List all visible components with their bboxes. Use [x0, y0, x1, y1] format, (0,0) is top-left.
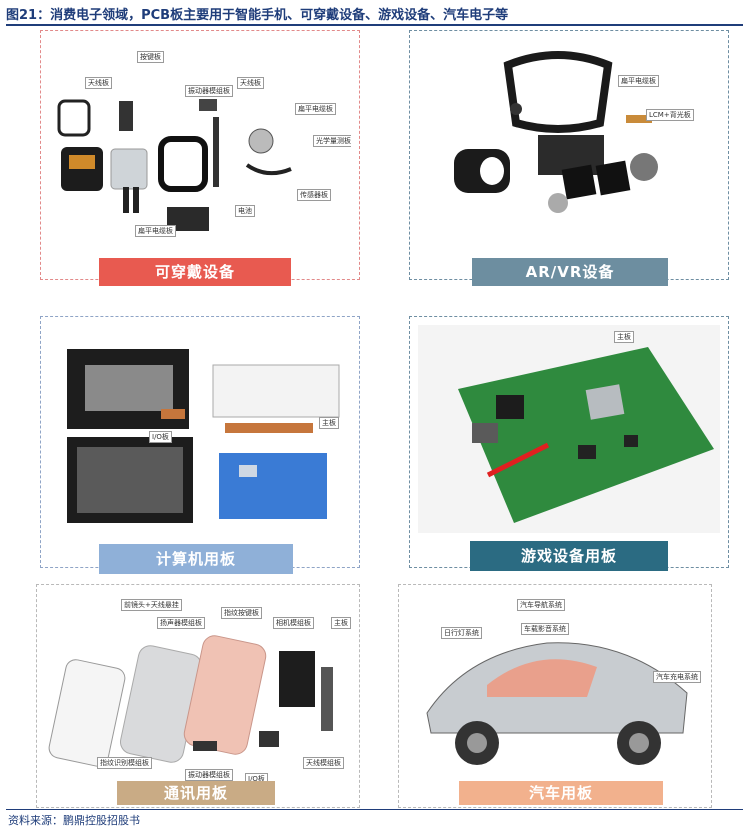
callout-daytime-light: 日行灯系统 — [441, 627, 482, 639]
callout-car-navigation: 汽车导航系统 — [517, 599, 565, 611]
label-game: 游戏设备用板 — [470, 541, 668, 571]
heat-pipe — [225, 423, 313, 433]
fan — [548, 193, 568, 213]
label-wearable: 可穿戴设备 — [99, 258, 291, 286]
game-board-drawing — [418, 325, 720, 533]
game-ic-b — [624, 435, 638, 447]
vibrator-module — [193, 741, 217, 751]
callout-vibrator-board: 振动器模组板 — [185, 85, 233, 97]
auto-car-drawing — [426, 642, 688, 765]
headset-strap — [503, 51, 613, 133]
arvr-parts-drawing — [454, 51, 658, 213]
callout-io-board: I/O板 — [149, 431, 172, 443]
callout-telecom-mainboard: 主板 — [331, 617, 351, 629]
lens-hole — [480, 157, 504, 185]
callout-arvr-flat-cable: 扁平电缆板 — [618, 75, 659, 87]
label-auto: 汽车用板 — [459, 781, 663, 805]
lens — [630, 153, 658, 181]
callout-vibrator-module: 振动器模组板 — [185, 769, 233, 781]
callout-charging-system: 汽车充电系统 — [653, 671, 701, 683]
label-arvr: AR/VR设备 — [472, 258, 668, 286]
callout-fingerprint-key: 指纹按键板 — [221, 607, 262, 619]
footer-rule — [6, 809, 743, 810]
button-board — [119, 101, 133, 131]
antenna-board — [213, 117, 219, 187]
callout-antenna-board-2: 天线板 — [237, 77, 264, 89]
arvr-illustration: 扁平电缆板 LCM+背光板 — [418, 39, 720, 239]
game-board-pcb — [458, 347, 714, 523]
display-panel-b — [595, 160, 631, 196]
phone-mainboard — [321, 667, 333, 731]
panel-arvr: 扁平电缆板 LCM+背光板 AR/VR设备 — [409, 30, 729, 286]
callout-pc-mainboard: 主板 — [319, 417, 339, 429]
callout-antenna-board-1: 天线板 — [85, 77, 112, 89]
callout-sensor-board: 传感器板 — [297, 189, 331, 201]
panel-pc: I/O板 主板 计算机用板 — [40, 316, 360, 574]
car-rear-hub — [629, 733, 649, 753]
knob-a — [510, 103, 522, 115]
title-rule — [6, 24, 743, 26]
telecom-parts-drawing — [48, 635, 333, 767]
label-telecom: 通讯用板 — [117, 781, 275, 805]
flex-cable-a — [123, 187, 129, 213]
pc-parts-drawing — [67, 349, 340, 523]
watch-screen-part — [69, 155, 95, 169]
telecom-illustration: 前镜头+天线悬挂 扬声器模组板 指纹按键板 相机模组板 主板 指纹识别模组板 振… — [45, 593, 351, 781]
game-red-cable — [486, 442, 550, 478]
callout-io-module: I/O板 — [245, 773, 268, 781]
panel-telecom: 前镜头+天线悬挂 扬声器模组板 指纹按键板 相机模组板 主板 指纹识别模组板 振… — [36, 584, 360, 808]
callout-infotainment: 车载影音系统 — [521, 623, 569, 635]
callout-speaker-board: 扬声器模组板 — [157, 617, 205, 629]
wearable-illustration: 天线板 按键板 振动器模组板 天线板 扁平电缆板 光学量测板 传感器板 电池 扁… — [49, 39, 351, 239]
source-note: 资料来源：鹏鼎控股招股书 — [8, 814, 140, 827]
tablet-screen — [77, 447, 183, 513]
callout-button-board: 按键板 — [137, 51, 164, 63]
tablet-shield — [85, 365, 173, 411]
mainboard-chip — [239, 465, 257, 477]
flex-cable-b — [133, 187, 139, 213]
callout-flat-cable-2: 扁平电缆板 — [135, 225, 176, 237]
panel-wearable: 天线板 按键板 振动器模组板 天线板 扁平电缆板 光学量测板 传感器板 电池 扁… — [40, 30, 360, 286]
watch-frame — [158, 136, 208, 192]
wearable-parts-drawing — [57, 99, 292, 231]
vibrator-board — [199, 99, 217, 111]
io-board — [161, 409, 185, 419]
callout-optical-board: 光学量测板 — [313, 135, 351, 147]
optical-sensor — [248, 128, 274, 154]
callout-battery: 电池 — [235, 205, 255, 217]
game-ports — [472, 423, 498, 443]
callout-fingerprint-module: 指纹识别模组板 — [97, 757, 152, 769]
io-module — [259, 731, 279, 747]
car-front-hub — [467, 733, 487, 753]
game-soc-chip — [585, 384, 625, 420]
panel-game: 主板 游戏设备用板 — [409, 316, 729, 571]
panel-auto: 汽车导航系统 日行灯系统 车载影音系统 汽车充电系统 汽车用板 — [398, 584, 712, 808]
callout-antenna-module: 天线模组板 — [303, 757, 344, 769]
figure-title: 图21：消费电子领域，PCB板主要用于智能手机、可穿戴设备、游戏设备、汽车电子等 — [6, 8, 509, 23]
phone-rose-case — [183, 635, 267, 755]
callout-lcm-backlight: LCM+背光板 — [646, 109, 694, 121]
callout-camera-module: 相机模组板 — [273, 617, 314, 629]
battery-pack — [212, 364, 340, 418]
phone-front — [48, 659, 126, 767]
label-pc: 计算机用板 — [99, 544, 293, 574]
callout-game-mainboard: 主板 — [614, 331, 634, 343]
watch-band-ring — [57, 99, 91, 137]
callout-flat-cable-1: 扁平电缆板 — [295, 103, 336, 115]
mainboard — [219, 453, 327, 519]
auto-illustration: 汽车导航系统 日行灯系统 车载影音系统 汽车充电系统 — [407, 593, 703, 781]
callout-front-camera: 前镜头+天线悬挂 — [121, 599, 182, 611]
display-panel-a — [561, 164, 597, 200]
flex-cable — [626, 115, 652, 123]
watch-board — [110, 148, 148, 190]
game-fan-connector — [496, 395, 524, 419]
game-ic-a — [578, 445, 596, 459]
car-interior — [487, 659, 597, 697]
sensor-cable — [245, 163, 292, 176]
phone-battery — [279, 651, 315, 707]
game-illustration: 主板 — [418, 325, 720, 533]
pc-illustration: I/O板 主板 — [49, 325, 351, 527]
